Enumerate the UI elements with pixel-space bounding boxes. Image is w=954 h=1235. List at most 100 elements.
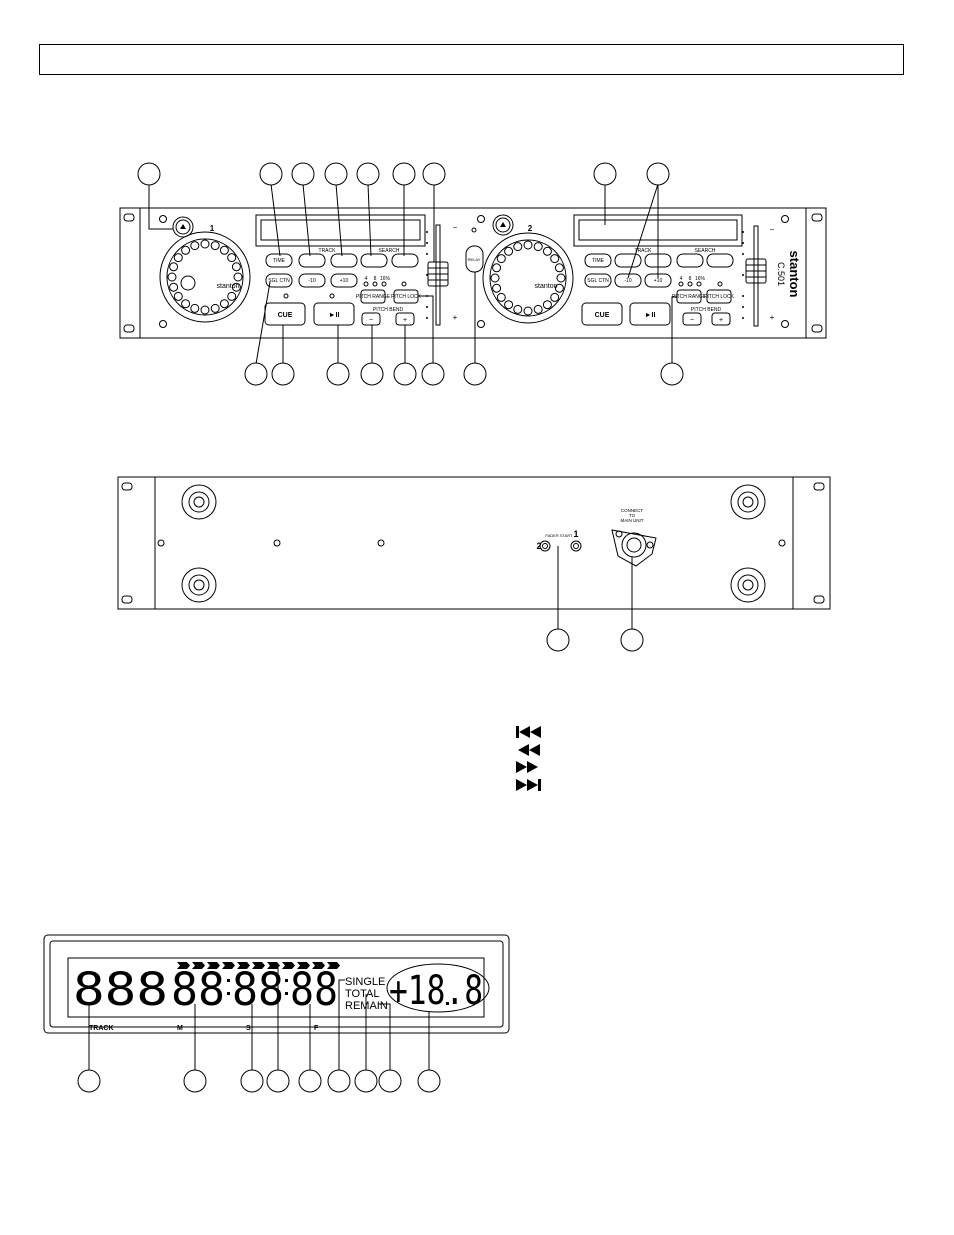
lcd-total: TOTAL: [345, 988, 379, 1000]
jog-wheel-2-dot: [496, 292, 506, 302]
jog-wheel-1-dot: [210, 241, 220, 251]
lcd-track-digits: 888: [73, 963, 168, 1016]
jog-wheel-2-dot: [533, 304, 543, 314]
jog-wheel-1-dot: [173, 291, 183, 301]
rear-callouts: [546, 628, 644, 652]
jog-wheel-1-dot: [200, 239, 210, 249]
jog-wheel-2-dot: [492, 283, 502, 293]
lcd-arrow-segment: [297, 962, 310, 969]
deck2-pitch-lock: PITCH LOCK: [704, 294, 735, 300]
svg-text:16%: 16%: [695, 276, 706, 282]
front-model-vertical: C.501: [776, 262, 786, 286]
deck2-search-label: SEARCH: [695, 248, 716, 254]
deck1-number: 1: [210, 224, 215, 233]
front-brand-vertical: stanton: [787, 251, 802, 298]
deck2-time-label: TIME: [592, 258, 605, 264]
lcd-arrow-segment: [192, 962, 205, 969]
deck1-pitch-lock: PITCH LOCK: [391, 294, 422, 300]
jog-wheel-1-dot: [227, 291, 237, 301]
deck2-pitch-range: PITCH RANGE: [672, 294, 707, 300]
jog-wheel-2-dot: [533, 242, 543, 252]
lcd-arrow-segment: [267, 962, 280, 969]
lcd-arrow-segment: [282, 962, 295, 969]
lcd-arrow-segment: [312, 962, 325, 969]
lcd-outline: [43, 934, 510, 1034]
svg-text:−: −: [369, 317, 373, 324]
lcd-m-digits: 88: [171, 963, 225, 1016]
jog-wheel-2-dot: [504, 246, 514, 256]
jog-wheel-2-dot: [556, 273, 566, 283]
svg-text:−: −: [453, 223, 458, 232]
jog-wheel-1-dot: [219, 245, 229, 255]
svg-text:TO: TO: [629, 513, 636, 518]
lcd-arrow-segment: [252, 962, 265, 969]
jog-wheel-1-dot: [200, 305, 210, 315]
svg-text:+: +: [453, 313, 458, 322]
jog-wheel-2-dot: [554, 283, 564, 293]
lcd-arrow-segment: [177, 962, 190, 969]
jog-wheel-2-dot: [550, 254, 560, 264]
lcd-m-label: M: [177, 1025, 183, 1032]
lcd-arrow-segment: [222, 962, 235, 969]
deck1-time-label: TIME: [273, 258, 286, 264]
jog-wheel-1-dot: [181, 299, 191, 309]
jog-wheel-2-dot: [496, 254, 506, 264]
svg-text:MAIN UNIT: MAIN UNIT: [621, 518, 644, 523]
deck1-pitch-range: PITCH RANGE: [356, 294, 391, 300]
jog-wheel-1-dot: [231, 282, 241, 292]
jog-wheel-2-dot: [492, 263, 502, 273]
lcd-s-digits: 88: [232, 963, 284, 1016]
svg-text:8: 8: [374, 276, 377, 282]
lcd-track-label: TRACK: [89, 1025, 114, 1032]
svg-text:16%: 16%: [380, 276, 391, 282]
rewind-icon: [518, 744, 540, 756]
jog-wheel-1-dot: [231, 262, 241, 272]
svg-text:2: 2: [536, 541, 541, 551]
pitch-highlight-ellipse: [386, 963, 490, 1013]
jog-wheel-1-dot: [233, 272, 243, 282]
jog-wheel-2-dot: [523, 240, 533, 250]
prev-track-icon: [516, 726, 541, 738]
next-track-icon: [516, 779, 541, 791]
header-box: [39, 44, 904, 75]
lcd-arrow-segment: [327, 962, 340, 969]
svg-text:−: −: [770, 225, 775, 234]
svg-text:4: 4: [680, 276, 683, 282]
deck2-plus10: +10: [654, 278, 663, 284]
jog-wheel-1-dot: [210, 303, 220, 313]
jog-wheel-1-dot: [190, 303, 200, 313]
svg-text:CONNECT: CONNECT: [621, 508, 644, 513]
svg-text:1: 1: [573, 529, 578, 539]
svg-text:4: 4: [365, 276, 368, 282]
jog-wheel-1-dot: [227, 253, 237, 263]
deck1-minus10: -10: [308, 278, 315, 284]
deck2-minus10: -10: [624, 278, 631, 284]
jog-wheel-1-dot: [219, 299, 229, 309]
deck2-sgl-label: SGL CTN: [587, 278, 609, 284]
jog-wheel-1-dot: [190, 241, 200, 251]
jog-wheel-2-dot: [542, 300, 552, 310]
jog-wheel-1-dot: [173, 253, 183, 263]
relay-label: RELAY: [468, 257, 481, 262]
jog-wheel-2-dot: [523, 306, 533, 316]
lcd-f-label: F: [314, 1025, 319, 1032]
deck2-track-label: TRACK: [635, 248, 653, 254]
jog-wheel-1-dot: [167, 272, 177, 282]
deck2-brand: stanton: [535, 283, 558, 290]
lcd-f-digits: 88: [290, 963, 338, 1016]
deck1-pitch-bend: PITCH BEND: [373, 307, 404, 313]
icon-legend: [516, 726, 541, 791]
svg-text:8: 8: [689, 276, 692, 282]
svg-text:+: +: [770, 313, 775, 322]
jog-wheel-2-dot: [554, 263, 564, 273]
jog-wheel-1-dot: [169, 282, 179, 292]
jog-wheel-2-dot: [542, 246, 552, 256]
svg-text:+: +: [719, 317, 723, 324]
fast-forward-icon: [516, 761, 538, 773]
deck1-search-label: SEARCH: [379, 248, 400, 254]
deck2-play: ►II: [645, 312, 656, 319]
svg-text:+: +: [403, 317, 407, 324]
jog-wheel-2-dot: [513, 242, 523, 252]
jog-wheel-1-dot: [169, 262, 179, 272]
